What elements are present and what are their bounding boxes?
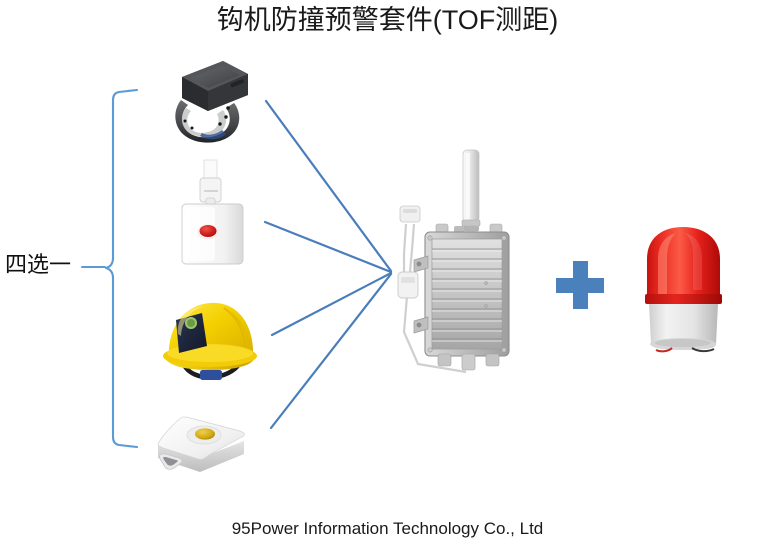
wristband-beacon-icon: [168, 58, 254, 146]
connector-line-4: [269, 272, 393, 430]
plus-vertical-bar: [573, 261, 588, 309]
connector-line-2: [263, 220, 393, 274]
alarm-strobe-icon: [636, 224, 732, 354]
enclosure-body: [413, 223, 510, 371]
connector-line-3: [270, 271, 393, 337]
connector-line-1: [264, 99, 393, 273]
cable-connector: [397, 205, 421, 299]
whip-antenna-icon: [461, 149, 481, 242]
four-choose-one-label: 四选一: [5, 252, 72, 277]
group-brace: [80, 88, 139, 449]
power-cable-icon: [402, 223, 467, 374]
plus-icon: [556, 261, 604, 309]
gateway-enclosure-icon: [394, 146, 510, 396]
white-button-beacon-icon: [154, 410, 248, 482]
converging-lines: [263, 99, 393, 430]
page-title: 钩机防撞预警套件(TOF测距): [216, 5, 559, 35]
company-footer: 95Power Information Technology Co., Ltd: [231, 519, 544, 538]
safety-helmet-icon: [158, 296, 262, 390]
card-badge-beacon-icon: [176, 159, 250, 268]
